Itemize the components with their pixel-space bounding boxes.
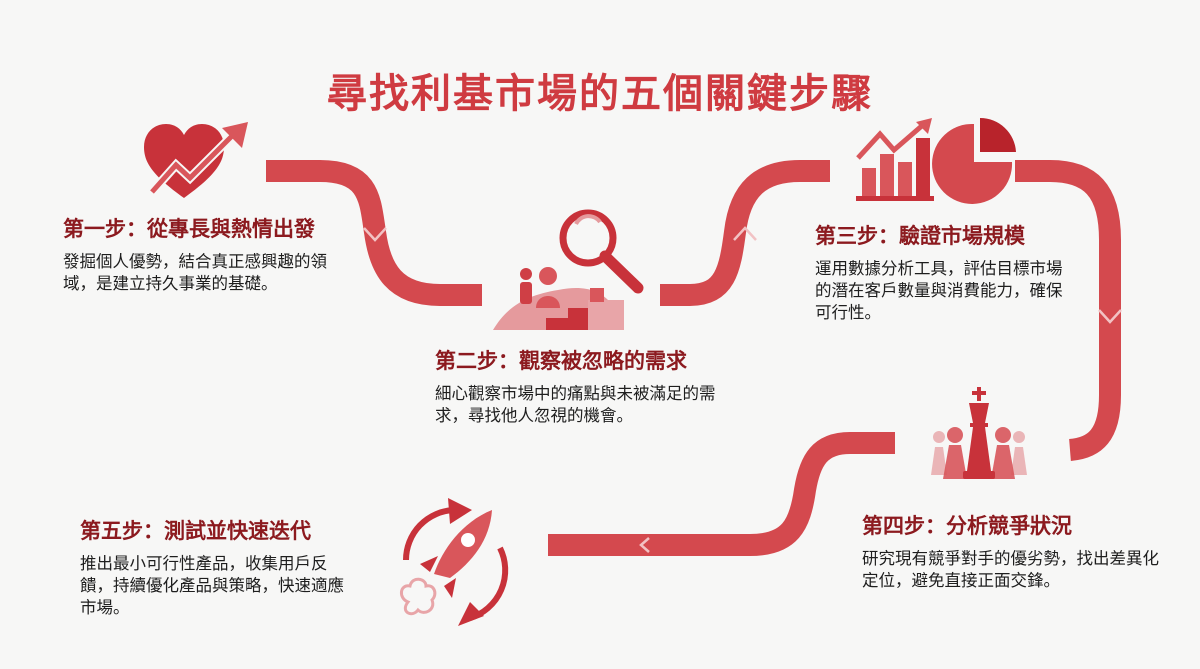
- page-title: 尋找利基市場的五個關鍵步驟: [327, 70, 873, 117]
- chevron-left-icon: [639, 537, 650, 553]
- step-3-body: 運用數據分析工具，評估目標市場的潛在客戶數量與消費能力，確保可行性。: [815, 259, 1063, 322]
- step-3-heading: 第三步：驗證市場規模: [815, 224, 1025, 248]
- magnifying-glass-people-icon: [493, 209, 644, 330]
- step-2: 第二步：觀察被忽略的需求 細心觀察市場中的痛點與未被滿足的需求，尋找他人忽視的機…: [435, 345, 720, 427]
- step-2-heading: 第二步：觀察被忽略的需求: [435, 349, 687, 373]
- path-segment-1: [266, 160, 482, 306]
- step-1-heading: 第一步：從專長與熱情出發: [63, 217, 315, 241]
- step-5: 第五步：測試並快速迭代 推出最小可行性產品，收集用戶反饋，持續優化產品與策略，快…: [80, 515, 360, 619]
- path-segment-3: [1015, 160, 1121, 461]
- step-1: 第一步：從專長與熱情出發 發掘個人優勢，結合真正感興趣的領域，是建立持久事業的基…: [63, 213, 333, 295]
- path-segment-4: [548, 432, 895, 556]
- chess-king-pawns-icon: [931, 387, 1027, 479]
- bar-chart-pie-chart-icon: [856, 117, 1016, 204]
- rocket-cycle-icon: [400, 498, 509, 626]
- step-5-body: 推出最小可行性產品，收集用戶反饋，持續優化產品與策略，快速適應市場。: [80, 554, 344, 617]
- step-1-body: 發掘個人優勢，結合真正感興趣的領域，是建立持久事業的基礎。: [63, 252, 327, 293]
- path-segment-2: [660, 160, 830, 306]
- chevron-down-icon: [1098, 309, 1122, 324]
- heart-growth-arrow-icon: [144, 122, 248, 198]
- step-4: 第四步：分析競爭狀況 研究現有競爭對手的優劣勢，找出差異化定位，避免直接正面交鋒…: [862, 510, 1162, 592]
- step-4-body: 研究現有競爭對手的優劣勢，找出差異化定位，避免直接正面交鋒。: [862, 549, 1159, 590]
- step-5-heading: 第五步：測試並快速迭代: [80, 519, 311, 543]
- step-2-body: 細心觀察市場中的痛點與未被滿足的需求，尋找他人忽視的機會。: [435, 384, 716, 425]
- chevron-down-icon: [363, 227, 387, 242]
- step-4-heading: 第四步：分析競爭狀況: [862, 514, 1072, 538]
- chevron-up-icon: [733, 226, 757, 241]
- step-3: 第三步：驗證市場規模 運用數據分析工具，評估目標市場的潛在客戶數量與消費能力，確…: [815, 220, 1065, 324]
